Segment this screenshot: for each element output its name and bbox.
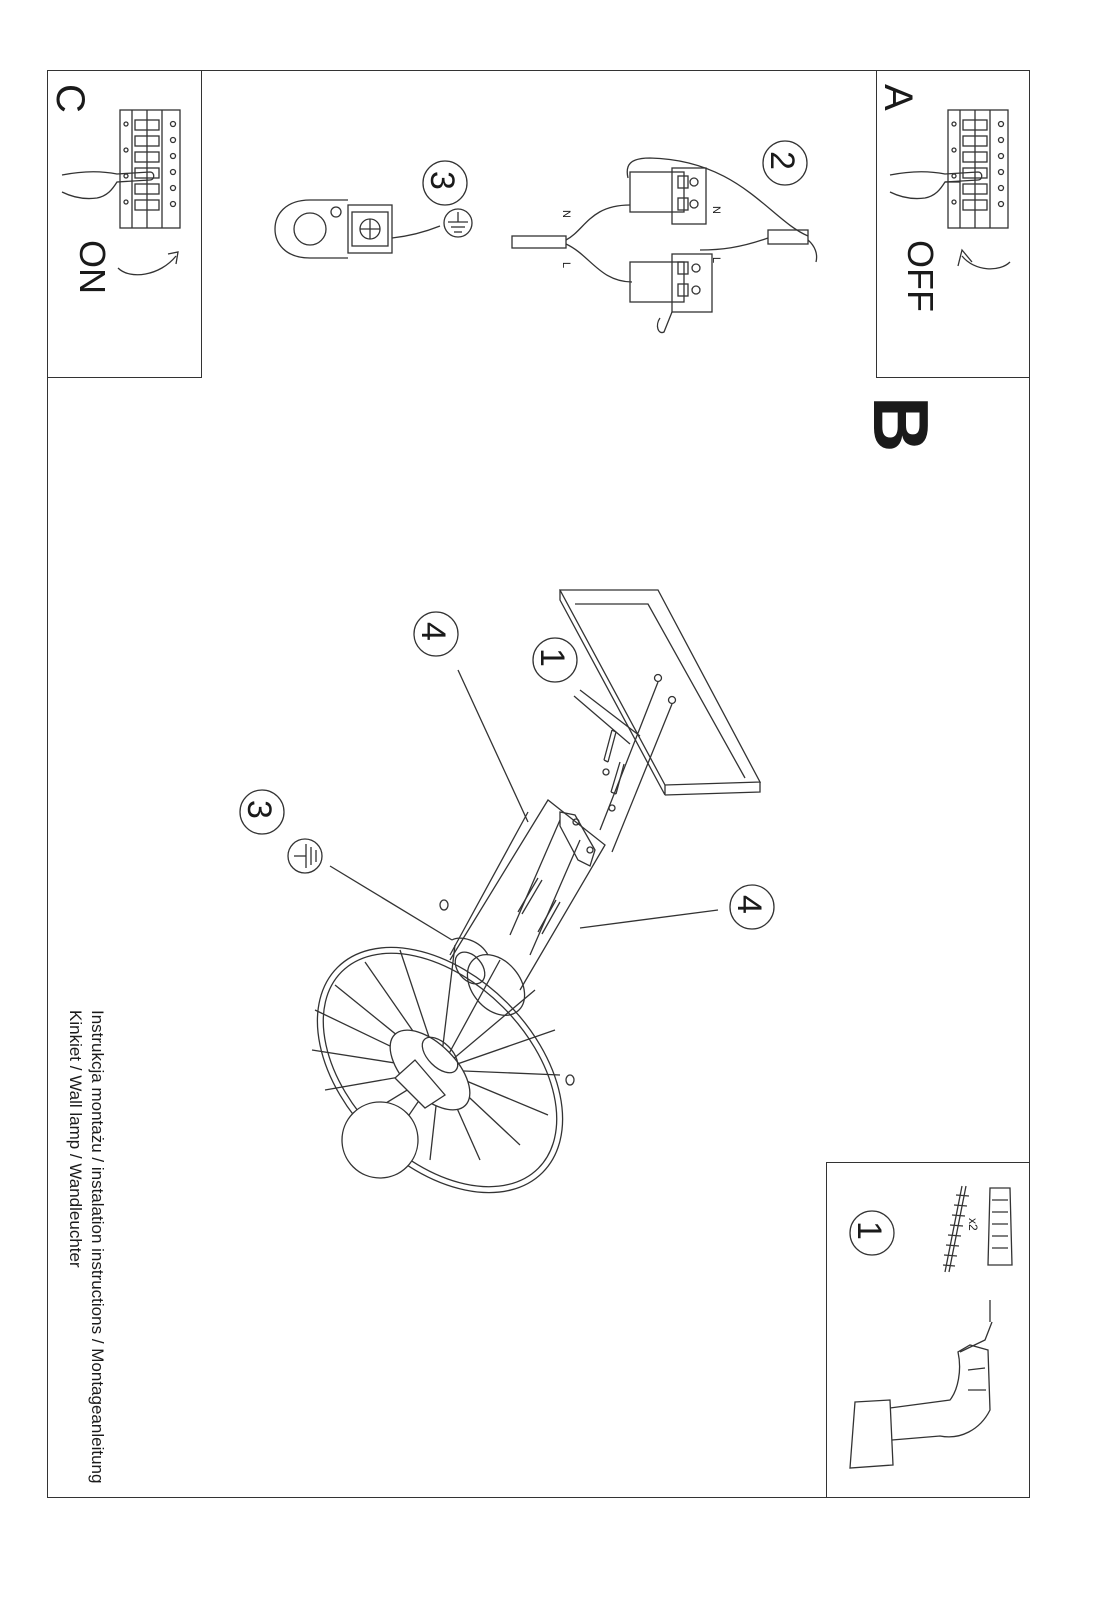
screw-icon	[439, 819, 581, 1086]
ground-symbol-icon	[287, 838, 323, 874]
on-label: ON	[72, 240, 113, 294]
arrow-icon	[957, 248, 1011, 270]
mounting-bracket	[559, 811, 596, 867]
quantity-label: x2	[966, 1218, 980, 1231]
callout-4-circle	[413, 611, 459, 657]
panel-b-label: B	[857, 396, 945, 453]
wiring-diagram	[511, 157, 818, 334]
wall-plug-icon	[987, 1187, 1013, 1266]
drill-icon	[849, 1300, 993, 1469]
connector-block-icon	[629, 167, 707, 225]
lamp-canopy-cone	[449, 799, 606, 991]
caption-line-1: Instrukcja montażu / instalation instruc…	[88, 1010, 107, 1484]
lamp-globe	[341, 1101, 419, 1179]
panel-a-label: A	[876, 84, 920, 111]
callout-1-circle	[532, 637, 578, 683]
live-wire-label: L	[560, 262, 572, 269]
callout-2: 2	[763, 151, 801, 170]
caption-block: Instrukcja montażu / instalation instruc…	[64, 1010, 108, 1483]
hand-icon	[61, 171, 155, 200]
instruction-sheet-frame	[47, 70, 1030, 1498]
wall-plate	[558, 589, 762, 796]
live-terminal-label: L	[710, 257, 722, 264]
callout-4-lower: 4	[730, 895, 768, 914]
screw-icon	[599, 681, 673, 853]
connector-block-icon	[629, 253, 713, 313]
callout-3-main: 3	[240, 800, 278, 819]
hand-icon	[889, 171, 983, 200]
panel-c-label: C	[48, 84, 92, 113]
callout-3-circle	[239, 789, 285, 835]
arrow-icon	[117, 251, 179, 276]
callout-2-circle	[762, 140, 808, 186]
callout-4-upper: 4	[414, 622, 452, 641]
panel-tools	[826, 1162, 1030, 1498]
ground-symbol-icon	[443, 208, 473, 238]
callout-1-circle	[849, 1210, 895, 1256]
panel-c-switch-on	[47, 70, 202, 378]
panel-a-switch-off	[876, 70, 1030, 378]
lamp-socket	[389, 1029, 471, 1111]
leader-lines	[329, 669, 719, 941]
screw-icon	[942, 1185, 970, 1273]
hand-icon	[656, 311, 673, 334]
neutral-terminal-label: N	[710, 206, 722, 214]
callout-1-main: 1	[533, 648, 571, 667]
fuse-box-icon	[119, 109, 181, 229]
callout-3-top: 3	[423, 171, 461, 190]
callout-1-tools: 1	[850, 1221, 888, 1240]
lamp-base	[451, 937, 526, 1016]
ground-terminal	[274, 199, 441, 259]
callout-3-circle	[422, 160, 468, 206]
fuse-box-icon	[947, 109, 1009, 229]
neutral-wire-label: N	[560, 210, 572, 218]
callout-4-circle	[729, 884, 775, 930]
caption-line-2: Kinkiet / Wall lamp / Wandleuchter	[66, 1010, 85, 1268]
off-label: OFF	[900, 240, 941, 312]
